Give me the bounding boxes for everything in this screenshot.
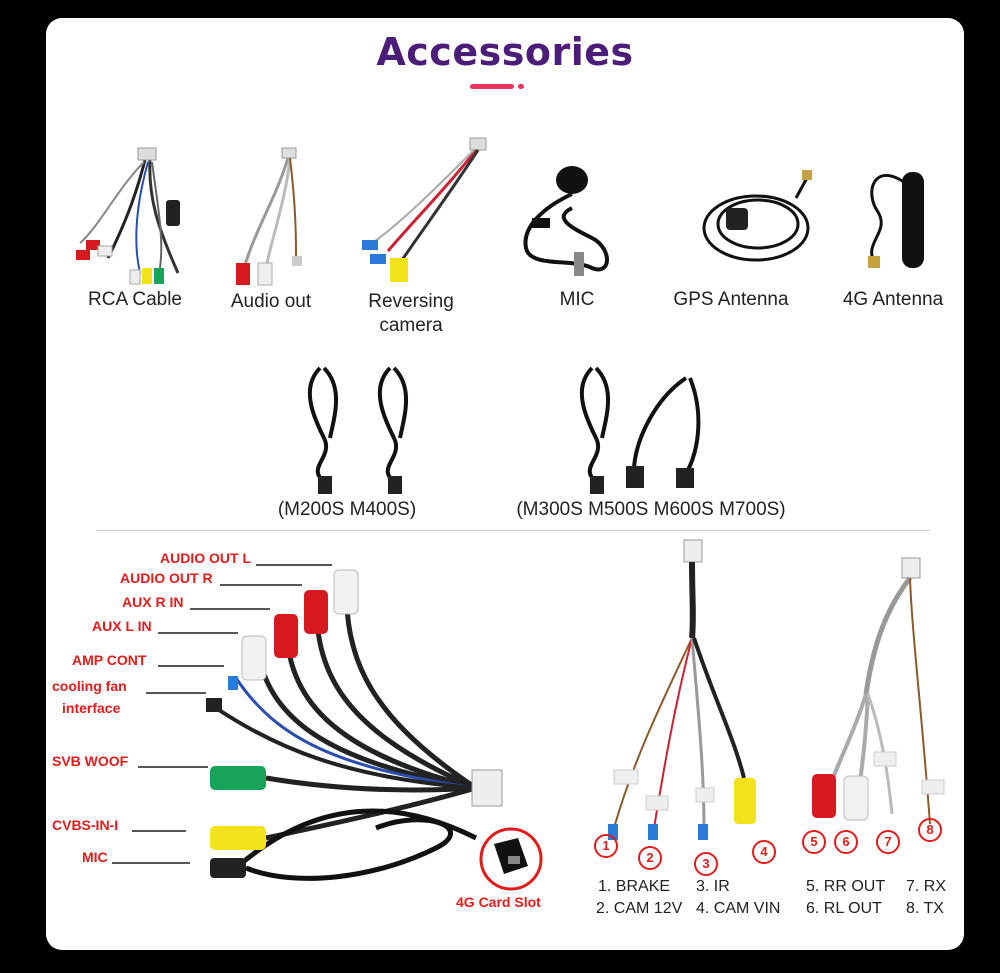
badge-brake: 1 xyxy=(594,834,618,858)
camera-harness-image xyxy=(608,539,756,840)
leader-audio-out-l xyxy=(256,564,332,566)
leader-audio-out-r xyxy=(220,584,302,586)
callout-cvbs-in: CVBS-IN-I xyxy=(52,817,119,833)
rca-cable-image xyxy=(76,147,180,285)
badge-cam-12v: 2 xyxy=(638,846,662,870)
badge-tx: 8 xyxy=(918,818,942,842)
legend-ir: 3. IR xyxy=(696,878,730,895)
card-slot-inset xyxy=(479,827,543,891)
badge-rr-out: 5 xyxy=(802,830,826,854)
leader-cvbs-in xyxy=(132,830,186,832)
usb-cable-pair-2 xyxy=(579,366,701,494)
badge-rx: 7 xyxy=(876,830,900,854)
section-divider xyxy=(96,530,930,531)
callout-cooling-fan-2: interface xyxy=(62,700,121,716)
title-dot xyxy=(518,84,524,89)
leader-aux-l-in xyxy=(158,632,238,634)
leader-mic xyxy=(112,862,190,864)
antenna-4g-label: 4G Antenna xyxy=(842,289,944,310)
mic-label: MIC xyxy=(559,289,595,310)
audio-harness-image xyxy=(812,557,945,825)
page-title: Accessories xyxy=(376,30,634,74)
legend-rx: 7. RX xyxy=(906,878,947,895)
callout-card-slot: 4G Card Slot xyxy=(456,894,541,910)
usb-models-label-1: (M200S M400S) xyxy=(277,499,417,520)
accessories-card: Accessories RCA Cable Audio out xyxy=(46,18,964,950)
callout-mic: MIC xyxy=(82,849,108,865)
legend-rl-out: 6. RL OUT xyxy=(806,900,882,917)
legend-rr-out: 5. RR OUT xyxy=(806,878,886,895)
reversing-camera-label-1: Reversing xyxy=(368,291,454,312)
leader-cooling-fan xyxy=(146,692,206,694)
callout-audio-out-l: AUDIO OUT L xyxy=(160,550,251,566)
leader-svb-woof xyxy=(138,766,208,768)
title-underline xyxy=(470,84,514,89)
callout-cooling-fan-1: cooling fan xyxy=(52,678,127,694)
badge-cam-vin: 4 xyxy=(752,840,776,864)
legend-brake: 1. BRAKE xyxy=(598,878,671,895)
leader-amp-cont xyxy=(158,665,224,667)
callout-amp-cont: AMP CONT xyxy=(72,652,147,668)
usb-models-label-2: (M300S M500S M600S M700S) xyxy=(516,499,786,520)
antenna-4g-image xyxy=(868,172,924,268)
legend-cam-vin: 4. CAM VIN xyxy=(696,900,781,917)
gps-antenna-label: GPS Antenna xyxy=(673,289,789,310)
leader-aux-r-in xyxy=(190,608,270,610)
usb-cable-pair-1 xyxy=(307,366,409,494)
badge-ir: 3 xyxy=(694,852,718,876)
gps-antenna-image xyxy=(702,170,812,262)
callout-aux-l-in: AUX L IN xyxy=(92,618,152,634)
rca-cable-label: RCA Cable xyxy=(88,289,182,310)
legend-tx: 8. TX xyxy=(906,900,944,917)
legend-cam-12v: 2. CAM 12V xyxy=(596,900,683,917)
main-harness-image xyxy=(206,569,503,881)
mic-image xyxy=(523,166,609,276)
badge-rl-out: 6 xyxy=(834,830,858,854)
audio-out-label: Audio out xyxy=(230,291,312,312)
reversing-camera-image xyxy=(362,137,487,282)
callout-audio-out-r: AUDIO OUT R xyxy=(120,570,213,586)
callout-aux-r-in: AUX R IN xyxy=(122,594,184,610)
reversing-camera-label-2: camera xyxy=(379,315,443,336)
callout-svb-woof: SVB WOOF xyxy=(52,753,129,769)
audio-out-image xyxy=(236,147,302,286)
